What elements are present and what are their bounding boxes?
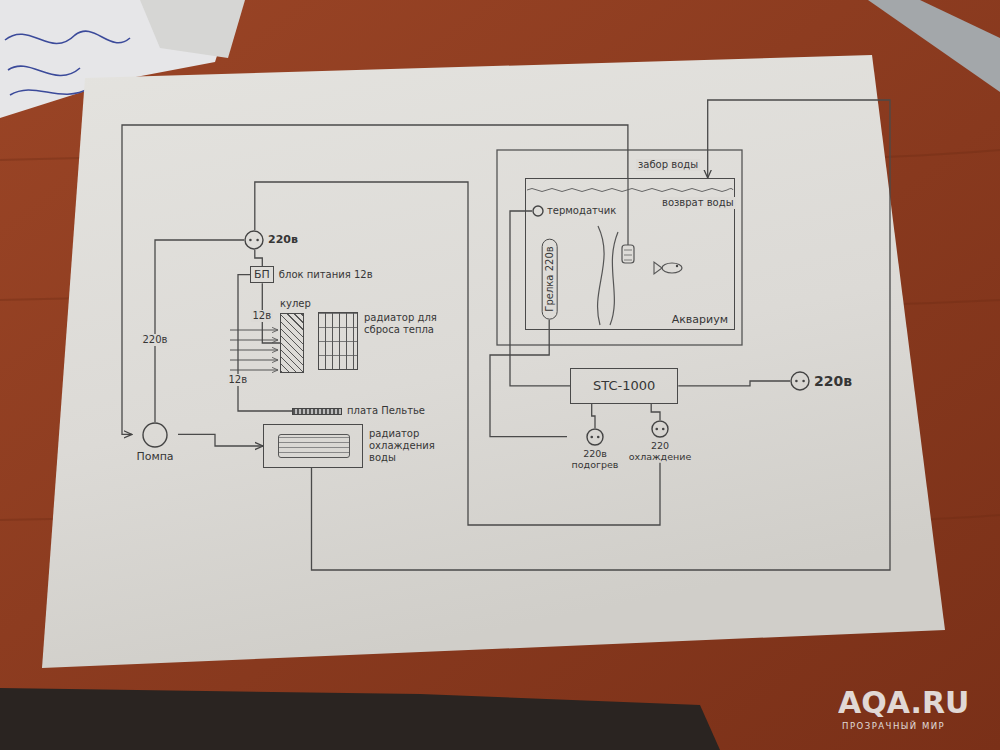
controller-label: STC-1000	[593, 378, 655, 394]
pipe-or-wire	[651, 404, 660, 420]
strainer-slots	[624, 250, 632, 260]
controller-box: STC-1000	[570, 368, 678, 404]
power-socket: 220в подогрев	[567, 428, 623, 471]
pipe-or-wire	[490, 320, 567, 437]
water-cooling-block: радиатор охлаждения воды	[263, 424, 457, 468]
power-supply: БП блок питания 12в	[250, 266, 373, 283]
power-socket: 220в	[790, 371, 852, 391]
socket-label: 220 охлаждение	[626, 440, 694, 463]
connector-label: 12в	[251, 310, 274, 322]
fish-tail	[654, 262, 662, 274]
pipe-or-wire	[178, 434, 263, 446]
heater-label: Грелка 220в	[543, 246, 555, 311]
pipe-or-wire	[122, 125, 628, 434]
fan-hatching	[280, 313, 304, 373]
pipe-or-wire	[155, 240, 244, 422]
airflow-arrow	[230, 359, 278, 360]
pipe-or-wire	[312, 100, 891, 570]
heat-sink-label: радиатор для сброса тепла	[364, 312, 446, 336]
socket-pin	[795, 380, 798, 383]
metal-ruler	[868, 0, 1000, 92]
water-pump: Помпа	[132, 422, 178, 463]
socket-pin	[662, 428, 665, 431]
airflow-arrow	[230, 339, 278, 340]
peltier-label: плата Пельтье	[347, 405, 425, 417]
socket-symbol-outline	[587, 429, 603, 445]
power-socket: 220 охлаждение	[626, 420, 694, 463]
fan-label: кулер	[280, 298, 311, 310]
heat-sink: радиатор для сброса тепла	[318, 312, 446, 370]
water-plant	[598, 226, 618, 325]
sensor-bulb-outline	[533, 206, 543, 216]
socket-symbol-outline	[652, 421, 668, 437]
socket-pin	[590, 436, 593, 439]
airflow-arrows	[230, 330, 278, 370]
socket-pin	[655, 428, 658, 431]
socket-symbol-outline	[245, 231, 263, 249]
socket-symbol	[244, 230, 264, 250]
psu-description: блок питания 12в	[279, 269, 373, 281]
cooling-block-label: радиатор охлаждения воды	[369, 428, 457, 464]
temperature-sensor: термодатчик	[532, 205, 616, 217]
peltier-plate: плата Пельтье	[292, 405, 425, 417]
sensor-bulb	[532, 205, 544, 217]
voltage-label: 220в	[268, 233, 298, 246]
peltier-element	[292, 408, 342, 415]
watermark: AQA.RU	[838, 686, 969, 719]
pipe-or-wire	[510, 211, 570, 386]
connector-label: забор воды	[636, 159, 700, 171]
socket-pin	[597, 436, 600, 439]
pipe-or-wire	[255, 250, 262, 266]
connector-label: 220в	[141, 334, 170, 346]
intake-strainer	[622, 245, 634, 263]
pipe-or-wire	[678, 381, 790, 386]
water-surface	[527, 189, 733, 192]
airflow-arrow	[230, 369, 278, 370]
cooling-block-body	[263, 424, 363, 468]
cooling-channel	[278, 434, 350, 458]
dark-fabric	[0, 688, 720, 750]
fish-eye	[676, 265, 678, 267]
sensor-label: термодатчик	[547, 205, 616, 217]
pipe-or-wire	[592, 404, 595, 428]
socket-label: 220в подогрев	[567, 448, 623, 471]
paper-sheet	[42, 55, 945, 668]
cooling-fan: кулер	[280, 298, 311, 373]
airflow-arrow	[230, 329, 278, 330]
watermark-subtitle: ПРОЗРАЧНЫЙ МИР	[842, 722, 945, 731]
connector-label: 12в	[227, 374, 250, 386]
pump-symbol-outline	[143, 423, 167, 447]
crumpled-paper	[140, 0, 245, 58]
heat-sink-fins	[318, 312, 358, 370]
socket-symbol	[790, 371, 810, 391]
pipe-or-wire	[255, 182, 660, 525]
connector-label: возврат воды	[660, 197, 736, 209]
fish-body	[662, 263, 682, 273]
socket-pin	[249, 239, 252, 242]
socket-symbol	[651, 420, 669, 438]
socket-symbol	[586, 428, 604, 446]
tank-label: Аквариум	[672, 313, 728, 326]
heater-tube: Грелка 220в	[541, 238, 557, 319]
intake-pipe	[627, 178, 628, 245]
pump-symbol	[142, 422, 168, 448]
pump-label: Помпа	[136, 450, 173, 463]
aquarium-stand	[497, 150, 742, 345]
voltage-label: 220в	[814, 373, 852, 390]
socket-symbol-outline	[791, 372, 809, 390]
socket-pin	[256, 239, 259, 242]
power-socket: 220в	[244, 230, 298, 250]
socket-pin	[802, 380, 805, 383]
airflow-arrow	[230, 349, 278, 350]
psu-box-label: БП	[250, 266, 274, 283]
